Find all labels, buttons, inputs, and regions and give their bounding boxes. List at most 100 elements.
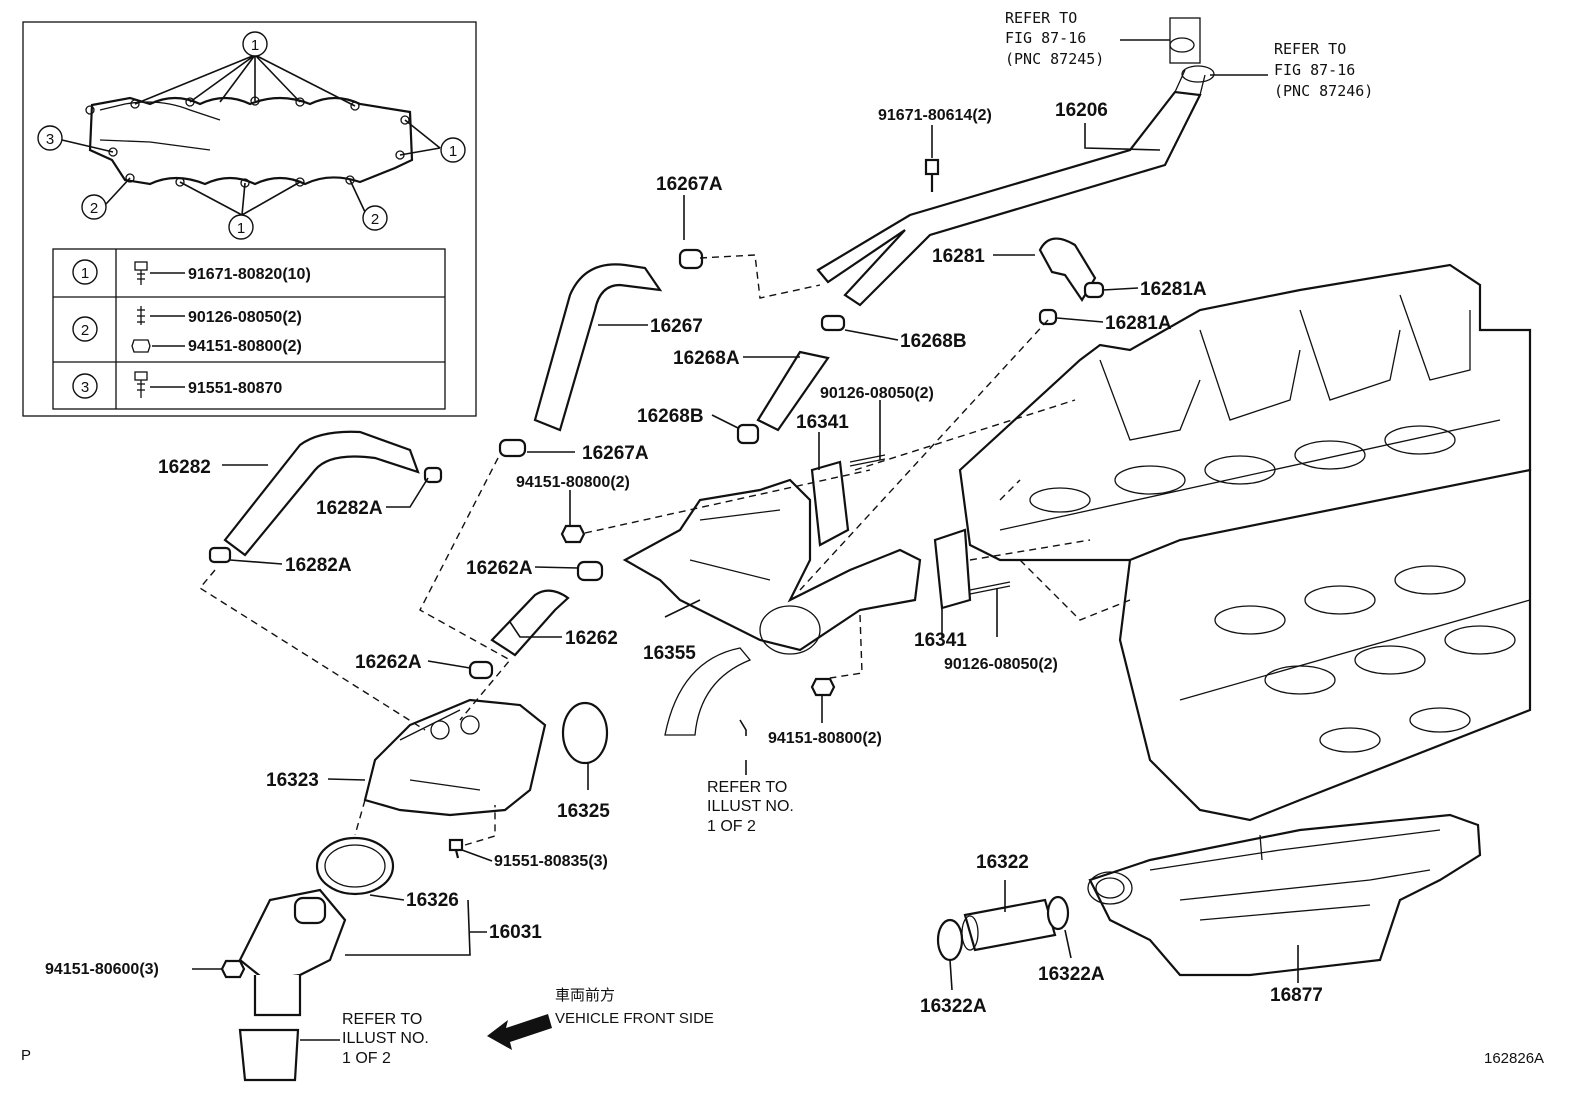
bolt-icon <box>134 371 148 398</box>
label-16281A-b: 16281A <box>1105 313 1172 334</box>
ref-illust-bottom-line2: ILLUST NO. <box>342 1030 429 1047</box>
label-90126-08050-a: 90126-08050(2) <box>820 385 934 402</box>
assembly-lines <box>198 254 1131 846</box>
label-16262: 16262 <box>565 628 618 649</box>
label-94151-80800-a: 94151-80800(2) <box>516 474 630 491</box>
label-16268B-a: 16268B <box>900 331 967 352</box>
callout-2-right: 2 <box>362 205 388 231</box>
callout-2-left: 2 <box>81 194 107 220</box>
label-94151-80600: 94151-80600(3) <box>45 961 159 978</box>
gasket-16326 <box>315 836 395 896</box>
front-label-en: VEHICLE FRONT SIDE <box>555 1010 714 1027</box>
ref-fig-a-line3: (PNC 87245) <box>1005 50 1104 68</box>
pipe-16322 <box>936 895 1070 962</box>
gasket-16325 <box>561 701 609 765</box>
label-90126-08050-b: 90126-08050(2) <box>944 656 1058 673</box>
label-16322: 16322 <box>976 852 1029 873</box>
svg-text:2: 2 <box>90 200 98 217</box>
hose-16268A <box>756 350 830 432</box>
ref-illust-bottom-line1: REFER TO <box>342 1011 422 1028</box>
label-16206: 16206 <box>1055 100 1108 121</box>
hose-16262 <box>490 589 570 657</box>
leader-lines <box>192 39 1299 1041</box>
label-16262A-a: 16262A <box>466 558 533 579</box>
label-16268A: 16268A <box>673 348 740 369</box>
label-16322A-b: 16322A <box>920 996 987 1017</box>
table-part-94151-80800: 94151-80800(2) <box>188 338 302 355</box>
bolt-icon <box>134 261 148 285</box>
footer-left: P <box>21 1047 31 1064</box>
label-16282A-b: 16282A <box>285 555 352 576</box>
callout-3: 3 <box>37 125 63 151</box>
label-16325: 16325 <box>557 801 610 822</box>
svg-text:3: 3 <box>46 131 54 148</box>
label-16282A-a: 16282A <box>316 498 383 519</box>
figure-code: 162826A <box>1484 1050 1544 1067</box>
ref-fig-b-line2: FIG 87-16 <box>1274 61 1355 79</box>
timing-cover-illustration <box>1087 813 1482 977</box>
label-16262A-b: 16262A <box>355 652 422 673</box>
label-16267A-b: 16267A <box>582 443 649 464</box>
vehicle-front-indicator: 車両前方 VEHICLE FRONT SIDE <box>487 987 714 1050</box>
callout-1-right: 1 <box>440 137 466 163</box>
label-16281A-a: 16281A <box>1140 279 1207 300</box>
ref-illust-mid-line2: ILLUST NO. <box>707 798 794 815</box>
svg-text:2: 2 <box>371 211 379 228</box>
table-key-3: 3 <box>81 379 89 396</box>
hose-16281 <box>1038 237 1097 303</box>
nut-icon <box>131 339 151 353</box>
svg-text:1: 1 <box>251 37 259 54</box>
thermostat-16031 <box>238 888 347 1082</box>
label-16341-b: 16341 <box>914 630 967 651</box>
front-arrow-icon <box>487 1014 552 1050</box>
label-91551-80835: 91551-80835(3) <box>494 853 608 870</box>
water-pipe-16206 <box>816 17 1215 307</box>
svg-text:1: 1 <box>449 143 457 160</box>
part-labels: 16206 91671-80614(2) 16267A 16281 16281A… <box>45 100 1323 1017</box>
fastener-table: 1 2 3 91671-80820(10) 90126-08050(2) 941… <box>52 248 446 410</box>
water-outlet-16355 <box>622 478 922 655</box>
label-16326: 16326 <box>406 890 459 911</box>
label-16877: 16877 <box>1270 985 1323 1006</box>
inset-panel: 1 1 1 3 2 2 1 2 3 91671-80820(10) 90126-… <box>22 21 477 417</box>
clamp-icons <box>208 248 1105 680</box>
ref-illust-bottom-line3: 1 OF 2 <box>342 1050 391 1067</box>
ref-fig-b-line3: (PNC 87246) <box>1274 82 1373 100</box>
reference-notes: REFER TO FIG 87-16 (PNC 87245) REFER TO … <box>342 9 1373 1067</box>
callout-1-top: 1 <box>242 31 268 57</box>
label-16031: 16031 <box>489 922 542 943</box>
front-label-jp: 車両前方 <box>555 987 615 1004</box>
ref-illust-mid-line3: 1 OF 2 <box>707 818 756 835</box>
label-16341-a: 16341 <box>796 412 849 433</box>
ref-fig-a-line2: FIG 87-16 <box>1005 29 1086 47</box>
label-16282: 16282 <box>158 457 211 478</box>
stud-icon <box>137 306 145 325</box>
label-16323: 16323 <box>266 770 319 791</box>
stud-bolts <box>849 454 1011 595</box>
svg-text:1: 1 <box>237 220 245 237</box>
label-16267: 16267 <box>650 316 703 337</box>
ref-fig-a-line1: REFER TO <box>1005 9 1077 27</box>
label-16268B-b: 16268B <box>637 406 704 427</box>
hose-mid-refer <box>664 647 752 736</box>
fastener-icons <box>220 158 940 979</box>
gasket-16341 <box>810 460 972 610</box>
table-part-91671-80820: 91671-80820(10) <box>188 266 311 283</box>
water-inlet-housing-16323 <box>363 698 547 817</box>
label-16322A-a: 16322A <box>1038 964 1105 985</box>
table-part-90126-08050: 90126-08050(2) <box>188 309 302 326</box>
hose-16267 <box>533 263 663 432</box>
label-91671-80614: 91671-80614(2) <box>878 107 992 124</box>
ref-fig-b-line1: REFER TO <box>1274 40 1346 58</box>
label-16267A-top: 16267A <box>656 174 723 195</box>
cylinder-head-illustration <box>958 263 1532 822</box>
table-part-91551-80870: 91551-80870 <box>188 380 282 397</box>
table-key-1: 1 <box>81 265 89 282</box>
label-16281: 16281 <box>932 246 985 267</box>
ref-illust-mid-line1: REFER TO <box>707 779 787 796</box>
label-94151-80800-b: 94151-80800(2) <box>768 730 882 747</box>
hose-16282 <box>223 430 420 557</box>
table-key-2: 2 <box>81 322 89 339</box>
